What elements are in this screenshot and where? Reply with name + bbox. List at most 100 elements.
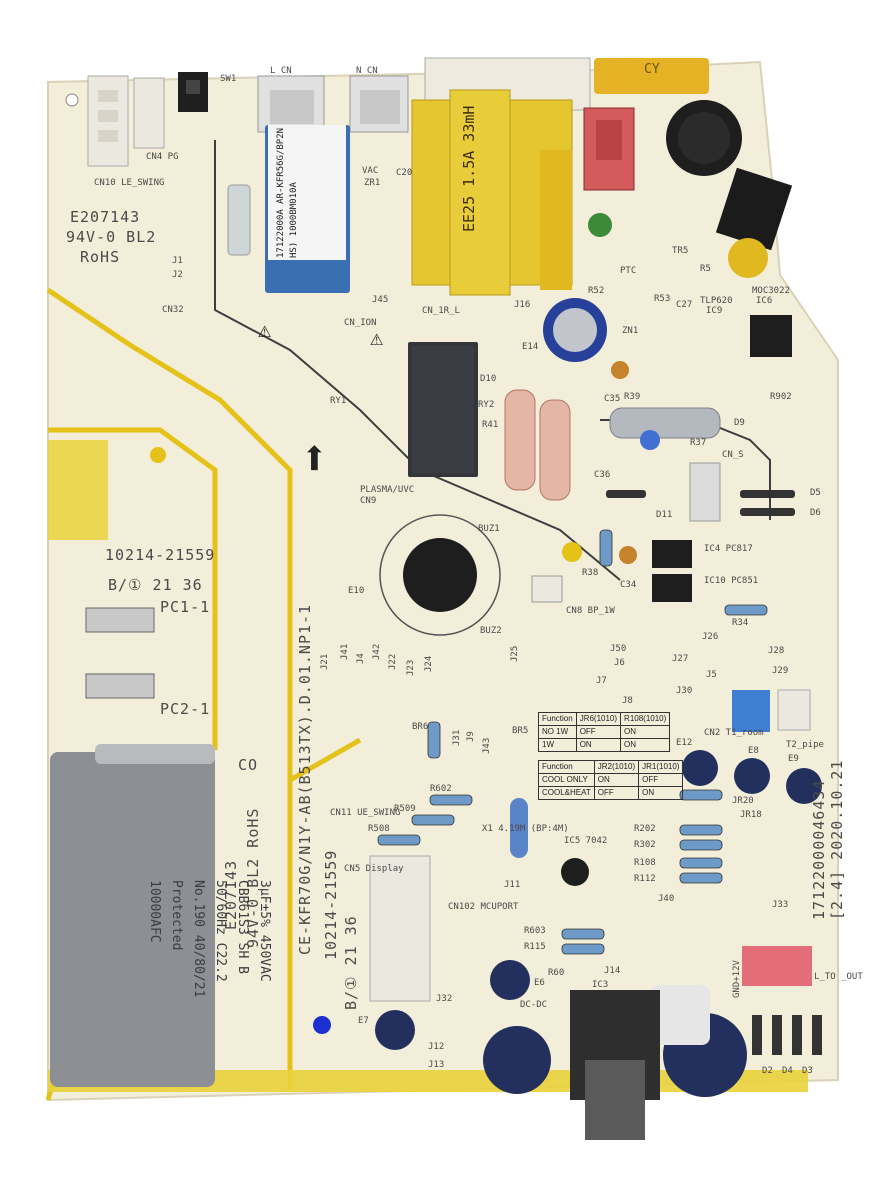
r902-label: R902 (770, 392, 792, 402)
week-code-2: B/① 21 36 (342, 915, 360, 1010)
grade-top: 94V-0 BL2 (66, 228, 157, 246)
j40-label: J40 (658, 894, 675, 904)
dcdc-label: DC-DC (520, 1000, 548, 1010)
cn2-label: CN2 T1_room (704, 728, 764, 738)
arrow-up-icon: ⬆ (300, 430, 329, 486)
j16-label: J16 (514, 300, 531, 310)
j13-label: J13 (428, 1060, 445, 1070)
d2-label: D2 (762, 1066, 773, 1076)
pc1-terminal (85, 607, 155, 633)
out-label: L_TO _OUT (814, 972, 863, 982)
r53-label: R53 (654, 294, 671, 304)
buz1-label: BUZ1 (478, 524, 500, 534)
plasma-label: PLASMA/UVC (360, 485, 415, 495)
ry2-label: RY2 (478, 400, 495, 410)
cn2-connector (732, 690, 770, 732)
resistor-big-2 (539, 399, 571, 501)
version-date: [2.4] 2020.10.21 (828, 759, 846, 921)
jr20-label: JR20 (732, 796, 754, 806)
d9-label: D9 (734, 418, 745, 428)
r34-label: R34 (732, 618, 749, 628)
j43-label: J43 (482, 737, 492, 754)
date-code-2: 10214-21559 (322, 849, 340, 960)
pc2-label: PC2-1 (160, 700, 211, 718)
date-code: 10214-21559 (105, 546, 216, 564)
j50-label: J50 (610, 644, 627, 654)
r60-label: R60 (548, 968, 565, 978)
br6-label: BR6 (412, 722, 429, 732)
e10-label: E10 (348, 586, 365, 596)
ic3-label: IC3 (592, 980, 609, 990)
ic5-label: IC5 7042 (564, 836, 608, 846)
warning-icon: ⚠ (258, 318, 272, 343)
ic5 (561, 858, 589, 886)
cy-marking: CY (644, 62, 660, 77)
fuse (227, 184, 251, 256)
r39-label: R39 (624, 392, 641, 402)
table-row: COOL&HEAT OFF ON (538, 786, 684, 800)
out-connector (742, 946, 812, 986)
cn3-connector (777, 689, 811, 731)
j27-label: J27 (672, 654, 689, 664)
co-label: CO (238, 756, 259, 774)
dark-trace (214, 140, 621, 581)
rohs-top: RoHS (80, 248, 121, 266)
cn-n-label: N CN (356, 66, 378, 76)
diodes-bottom (752, 1015, 822, 1055)
jr18-label: JR18 (740, 810, 762, 820)
tr5-label: TR5 (672, 246, 689, 256)
cn10-label: CN10 LE_SWING (94, 178, 165, 188)
cy-capacitor (594, 58, 709, 94)
jumper-table-2: Function JR2(1010) JR1(1010) COOL ONLY O… (538, 760, 684, 800)
resistor-big-1 (504, 389, 536, 491)
pc2-terminal (85, 673, 155, 699)
j5-label: J5 (706, 670, 717, 680)
zn1-label: ZN1 (622, 326, 639, 336)
cn-ion-label: CN_ION (344, 318, 377, 328)
j9-label: J9 (466, 731, 476, 742)
cn11-label: CN11 UE_SWING (330, 808, 401, 818)
vac-label: VAC (362, 166, 379, 176)
transformer-marking: EE25 1.5A 33mH (460, 105, 478, 232)
r509-label: R509 (394, 804, 416, 814)
r41-label: R41 (482, 420, 499, 430)
e2-capacitor (483, 1026, 551, 1094)
ic4-label: IC4 PC817 (704, 544, 753, 554)
cn-l-label: L CN (270, 66, 292, 76)
j7-label: J7 (596, 676, 607, 686)
j11-label: J11 (504, 880, 521, 890)
moc3022-label: MOC3022 (752, 286, 790, 296)
cn32-label: CN32 (162, 305, 184, 315)
j29-label: J29 (772, 666, 789, 676)
d5-label: D5 (810, 488, 821, 498)
small-resistors (377, 529, 768, 955)
table-row: 1W ON ON (538, 738, 671, 752)
j45-label: J45 (372, 295, 389, 305)
j31-label: J31 (452, 729, 462, 746)
e12-capacitor (682, 750, 718, 786)
d11-label: D11 (656, 510, 673, 520)
j2-label: J2 (172, 270, 183, 280)
e6-capacitor (490, 960, 530, 1000)
e14-label: E14 (522, 342, 539, 352)
cn4-connector (133, 77, 165, 149)
capacitor-marking: 3μF±5% 450VAC CBB61S3 SH B 50/60Hz C22.2… (147, 880, 272, 998)
cn5-label: CN5 Display (344, 864, 404, 874)
ptc-label: PTC (620, 266, 637, 276)
regulator-to220 (715, 167, 793, 251)
cn4-label: CN4 PG (146, 152, 179, 162)
r302-label: R302 (634, 840, 656, 850)
ic10 (652, 574, 692, 602)
model-number: CE-KFR70G/N1Y-AB(B513TX).D.01.NP1-1 (296, 603, 314, 955)
serial-number: 17122000046434 (810, 779, 828, 920)
table-row: Function JR2(1010) JR1(1010) (538, 760, 684, 774)
cn-s-label: CN_S (722, 450, 744, 460)
gnd12-label: GND+12V (732, 960, 742, 998)
blue-relay-marking: 17122000A AR-KFR56G/BP2N HS) 1000BM010A (276, 127, 299, 258)
yellow-pad-1 (48, 440, 108, 540)
cn102-label: CN102 MCUPORT (448, 902, 519, 912)
r202-label: R202 (634, 824, 656, 834)
e6-label: E6 (534, 978, 545, 988)
r508-label: R508 (368, 824, 390, 834)
r52-label: R52 (588, 286, 605, 296)
